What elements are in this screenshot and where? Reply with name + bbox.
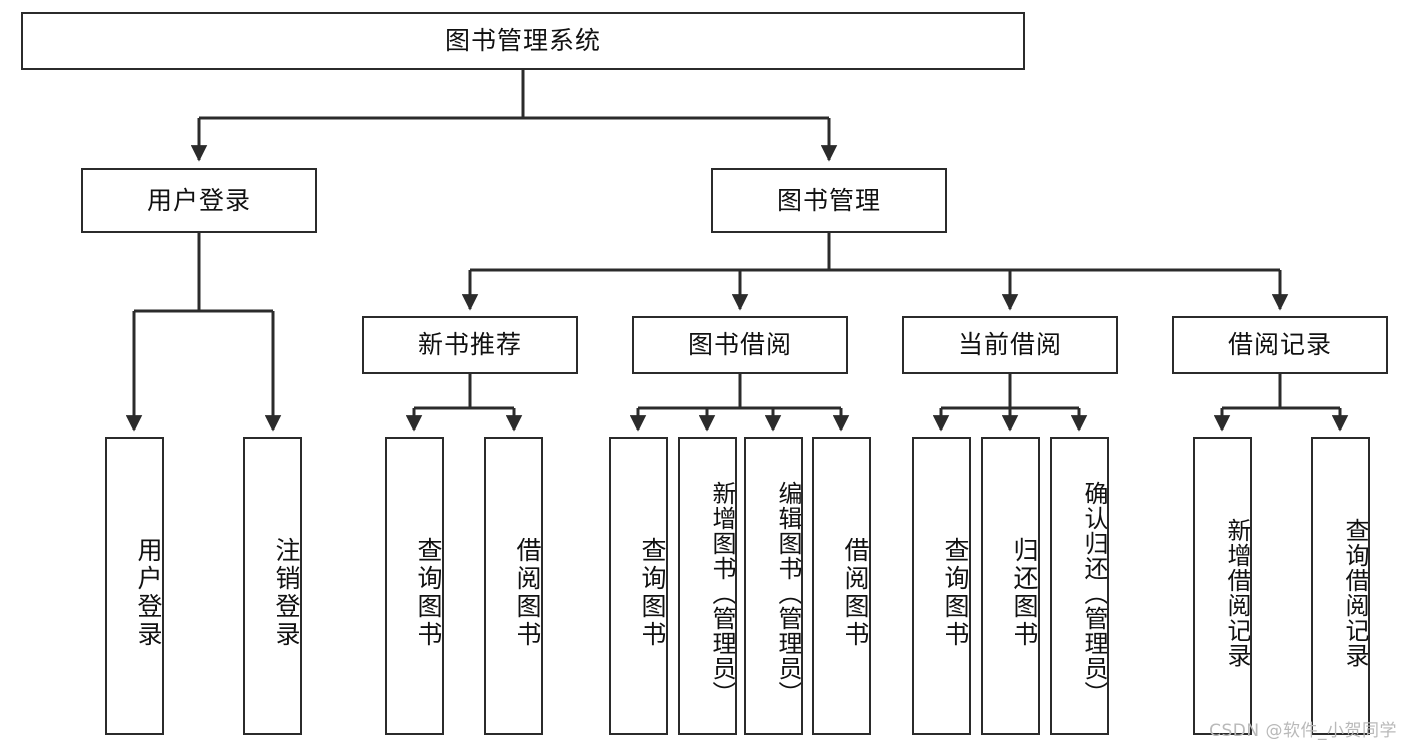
leaf-bb-edit-book[interactable]: 编辑图书（管理员） <box>744 437 803 735</box>
node-root[interactable]: 图书管理系统 <box>21 12 1025 70</box>
leaf-br-query-record[interactable]: 查询借阅记录 <box>1311 437 1370 735</box>
leaf-nb-borrow-book-label: 借阅图书 <box>513 537 542 649</box>
leaf-bb-borrow-book[interactable]: 借阅图书 <box>812 437 871 735</box>
leaf-br-add-record[interactable]: 新增借阅记录 <box>1193 437 1252 735</box>
node-user-login-label: 用户登录 <box>146 185 251 215</box>
leaf-nb-query-book-label: 查询图书 <box>414 537 443 649</box>
node-new-book-recommend-label: 新书推荐 <box>417 330 522 360</box>
leaf-br-query-record-label: 查询借阅记录 <box>1341 518 1369 668</box>
leaf-bb-add-book[interactable]: 新增图书（管理员） <box>678 437 737 735</box>
node-book-management[interactable]: 图书管理 <box>711 168 947 233</box>
leaf-user-logout-label: 注销登录 <box>272 537 301 649</box>
leaf-cb-query-book-label: 查询图书 <box>941 537 970 649</box>
leaf-bb-borrow-book-label: 借阅图书 <box>841 537 870 649</box>
leaf-cb-confirm-return[interactable]: 确认归还（管理员） <box>1050 437 1109 735</box>
leaf-br-add-record-label: 新增借阅记录 <box>1223 518 1251 668</box>
leaf-user-logout[interactable]: 注销登录 <box>243 437 302 735</box>
leaf-nb-query-book[interactable]: 查询图书 <box>385 437 444 735</box>
node-user-login[interactable]: 用户登录 <box>81 168 317 233</box>
leaf-cb-return-book-label: 归还图书 <box>1010 537 1039 649</box>
node-book-management-label: 图书管理 <box>776 185 881 215</box>
node-book-borrow-label: 图书借阅 <box>687 330 792 360</box>
node-root-label: 图书管理系统 <box>444 26 601 56</box>
leaf-nb-borrow-book[interactable]: 借阅图书 <box>484 437 543 735</box>
node-current-borrow-label: 当前借阅 <box>957 330 1062 360</box>
node-borrow-record[interactable]: 借阅记录 <box>1172 316 1388 374</box>
leaf-cb-confirm-return-label: 确认归还（管理员） <box>1080 480 1108 706</box>
node-current-borrow[interactable]: 当前借阅 <box>902 316 1118 374</box>
leaf-cb-query-book[interactable]: 查询图书 <box>912 437 971 735</box>
leaf-bb-query-book-label: 查询图书 <box>638 537 667 649</box>
leaf-bb-add-book-label: 新增图书（管理员） <box>708 480 736 706</box>
node-book-borrow[interactable]: 图书借阅 <box>632 316 848 374</box>
node-new-book-recommend[interactable]: 新书推荐 <box>362 316 578 374</box>
node-borrow-record-label: 借阅记录 <box>1227 330 1332 360</box>
leaf-user-login-label: 用户登录 <box>134 537 163 649</box>
leaf-bb-query-book[interactable]: 查询图书 <box>609 437 668 735</box>
leaf-cb-return-book[interactable]: 归还图书 <box>981 437 1040 735</box>
leaf-bb-edit-book-label: 编辑图书（管理员） <box>774 480 802 706</box>
leaf-user-login[interactable]: 用户登录 <box>105 437 164 735</box>
